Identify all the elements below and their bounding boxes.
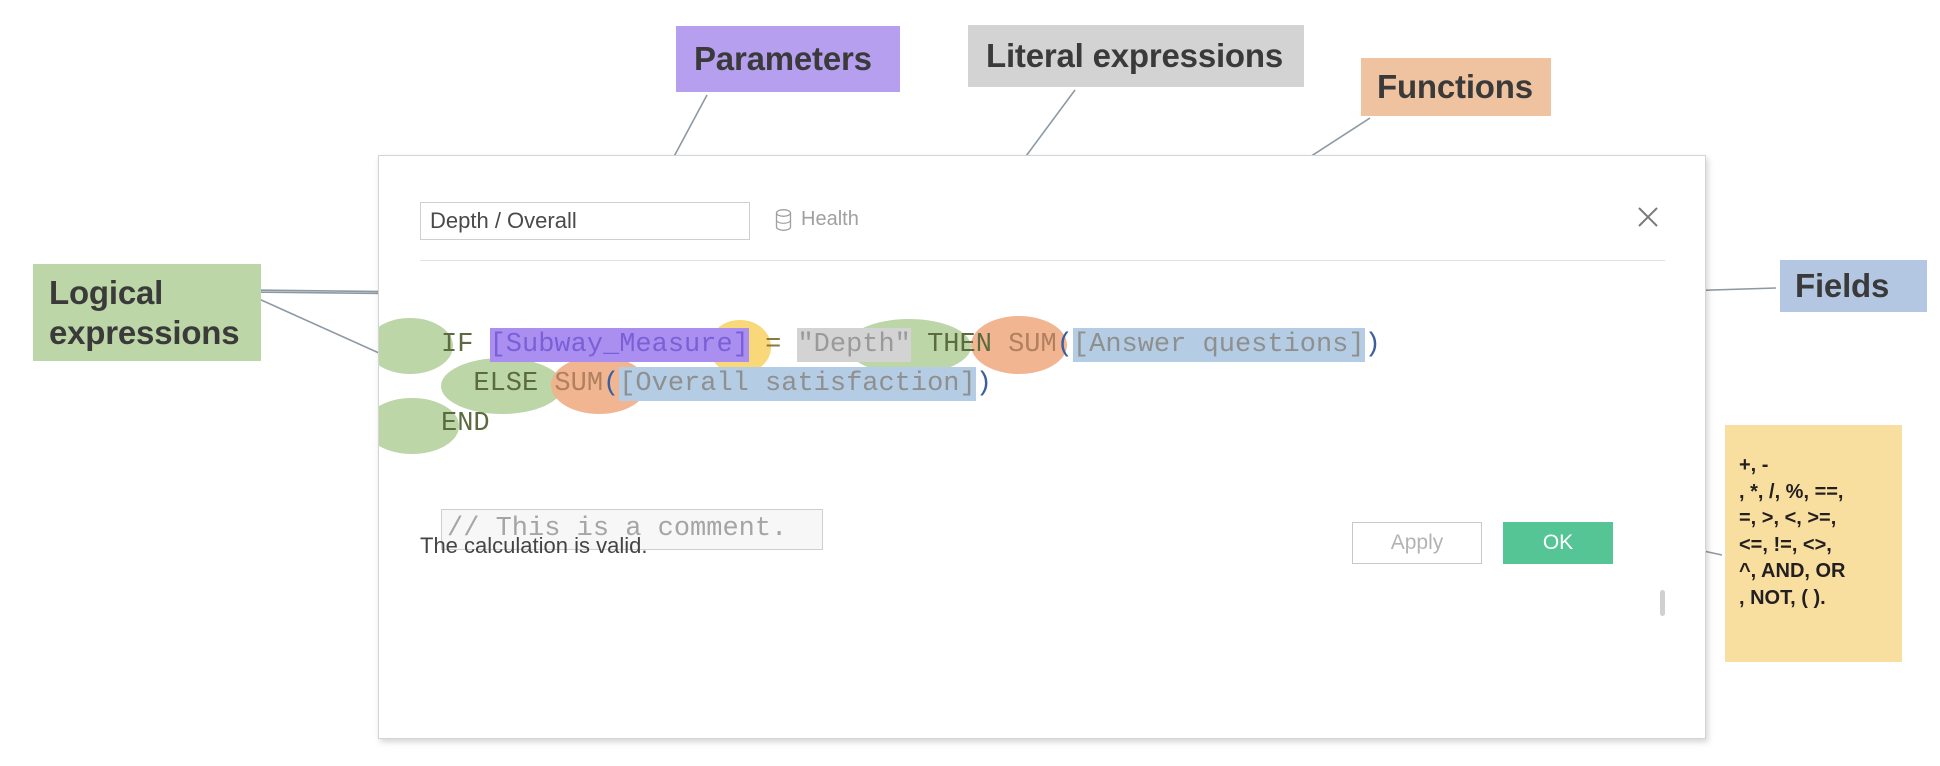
legend-line-3: <=, !=, <>, bbox=[1739, 533, 1832, 556]
legend-line-4: ^, AND, OR bbox=[1739, 560, 1846, 583]
legend-line-0: +, - bbox=[1739, 454, 1769, 476]
token-if: IF bbox=[441, 330, 474, 360]
marker-else-ellipse bbox=[441, 358, 563, 414]
token-field-answer-questions: [Answer questions] bbox=[1072, 328, 1365, 362]
dialog-header: Depth / Overall Health bbox=[379, 156, 1705, 261]
token-end: END bbox=[441, 409, 490, 439]
token-else: ELSE bbox=[473, 369, 539, 399]
token-operator-equals: = bbox=[765, 330, 782, 360]
token-paren-open-1: ( bbox=[1056, 330, 1073, 360]
datasource-label: Health bbox=[801, 208, 859, 230]
apply-button[interactable]: Apply bbox=[1352, 522, 1482, 564]
legend-line-1: , *, /, %, ==, bbox=[1739, 480, 1844, 503]
callout-functions: Functions bbox=[1361, 58, 1551, 116]
callout-parameters-label: Parameters bbox=[694, 40, 872, 78]
database-icon bbox=[775, 208, 792, 231]
token-paren-open-2: ( bbox=[603, 369, 620, 399]
callout-logical-expressions: Logical expressions bbox=[33, 264, 261, 361]
marker-sum-line1-ellipse bbox=[971, 316, 1067, 374]
token-paren-close-2: ) bbox=[975, 369, 992, 399]
close-icon[interactable] bbox=[1631, 200, 1665, 234]
marker-end-ellipse bbox=[379, 398, 459, 454]
ok-button[interactable]: OK bbox=[1503, 522, 1613, 564]
token-function-sum-2: SUM bbox=[554, 369, 604, 399]
callout-logical-label-line1: Logical bbox=[49, 273, 164, 311]
token-parameter-subway-measure: [Subway_Measure] bbox=[489, 328, 749, 362]
legend-line-2: =, >, <, >=, bbox=[1739, 507, 1837, 530]
legend-line-5: , NOT, ( ). bbox=[1739, 586, 1826, 609]
formula-line-1: IF [Subway_Measure] = "Depth" THEN SUM([… bbox=[441, 328, 1381, 362]
token-field-overall-satisfaction: [Overall satisfaction] bbox=[619, 367, 976, 401]
token-literal-depth: "Depth" bbox=[797, 328, 911, 362]
callout-parameters: Parameters bbox=[676, 26, 900, 92]
callout-fields-label: Fields bbox=[1795, 267, 1890, 305]
formula-line-2: ELSE SUM([Overall satisfaction]) bbox=[441, 367, 992, 401]
comment-line[interactable]: // This is a comment. bbox=[441, 509, 823, 550]
token-then: THEN bbox=[927, 330, 992, 360]
callout-functions-label: Functions bbox=[1377, 68, 1533, 106]
formula-scrollbar-thumb[interactable] bbox=[1660, 590, 1665, 616]
operators-legend-note: +, - , *, /, %, ==, =, >, <, >=, <=, !=,… bbox=[1725, 425, 1902, 662]
calculation-editor-dialog: Depth / Overall Health bbox=[378, 155, 1706, 739]
calculation-name-input[interactable]: Depth / Overall bbox=[420, 202, 750, 240]
callout-fields: Fields bbox=[1780, 260, 1927, 312]
header-divider bbox=[420, 260, 1665, 261]
datasource-indicator: Health bbox=[775, 208, 859, 231]
formula-line-3: END bbox=[441, 409, 490, 439]
callout-literal-label: Literal expressions bbox=[986, 37, 1284, 75]
token-paren-close-1: ) bbox=[1364, 330, 1381, 360]
callout-literal-expressions: Literal expressions bbox=[968, 25, 1304, 87]
token-function-sum-1: SUM bbox=[1008, 330, 1057, 360]
formula-editor[interactable]: IF [Subway_Measure] = "Depth" THEN SUM([… bbox=[379, 266, 1705, 636]
validation-status-text: The calculation is valid. bbox=[420, 533, 648, 558]
callout-logical-label-line2: expressions bbox=[49, 313, 240, 351]
